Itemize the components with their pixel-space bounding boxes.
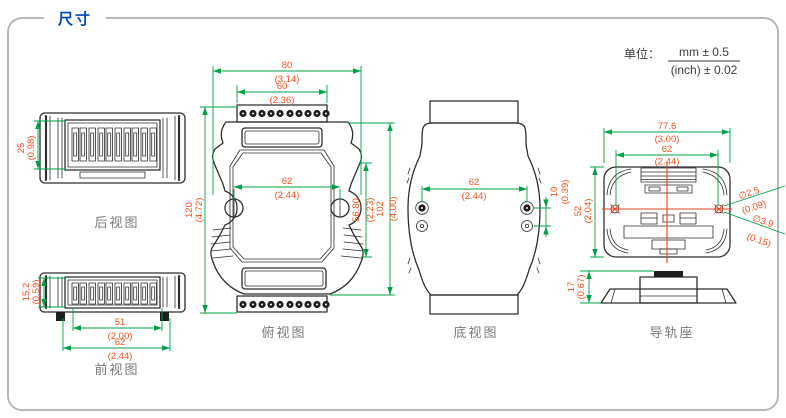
bottom-edge-ribs	[406, 167, 542, 274]
page-title: 尺寸	[58, 10, 92, 28]
dim-rail-height-in: (2.04)	[583, 199, 594, 224]
dim-top-width-mm: 80	[282, 60, 293, 71]
page-border	[7, 17, 779, 411]
front-foot-right	[160, 312, 169, 321]
top-terminals-lower	[239, 300, 330, 309]
units-inch: (inch) ± 0.02	[671, 63, 738, 77]
dim-rail-screw-in: (2.44)	[655, 157, 680, 168]
dim-front-outer-in: (2.44)	[108, 351, 133, 362]
dim-top-mid-in: (2.23)	[365, 198, 376, 223]
dim-front-height-in: (0.59)	[31, 280, 42, 305]
dim-top-len-in: (4.72)	[194, 198, 205, 223]
dim-front-inner-in: (2.00)	[108, 331, 133, 342]
rear-terminal-row	[71, 127, 157, 162]
rail-hole-leaders	[723, 185, 786, 235]
rail-view-label: 导轨座	[649, 325, 694, 340]
bottom-view-label: 底视图	[453, 325, 498, 340]
top-view-label: 俯视图	[261, 325, 306, 340]
rail-side-view	[600, 271, 737, 304]
units-legend: 单位： mm ± 0.5 (inch) ± 0.02	[624, 45, 740, 77]
dim-bottom-gap-mm: 10	[549, 187, 560, 198]
bottom-screws	[415, 201, 534, 232]
rear-view-label: 后视图	[94, 215, 139, 230]
rail-mount-view: 77.6 (3.00) 62 (2.44) 52 (2.04) ∅2.5 (0.…	[566, 121, 786, 340]
dim-bottom-gap-in: (0.39)	[560, 180, 571, 205]
dim-top-body-mm: 102	[375, 201, 386, 217]
bottom-view: 62 (2.44) 10 (0.39) 底视图	[406, 100, 571, 340]
front-view: 15.2 (0.59) 51 (2.00) 62 (2.44) 前视图	[21, 272, 186, 377]
dim-top-mid-mm: 56.80	[351, 198, 362, 222]
dim-rail-base-in: (0.67)	[576, 275, 587, 300]
top-ribs-right	[340, 227, 364, 259]
front-terminal-row	[71, 282, 157, 305]
title-mask	[44, 10, 106, 26]
top-view: 80 (3.14) 60 (2.36) 62 (2.44) 120 (4.72)…	[184, 60, 399, 340]
dim-top-screw-mm: 62	[282, 176, 293, 187]
units-mm: mm ± 0.5	[679, 45, 729, 59]
dim-top-screw-in: (2.44)	[275, 190, 300, 201]
dim-top-body-in: (4.00)	[388, 197, 399, 222]
dim-front-outer-mm: 62	[115, 337, 126, 348]
top-ribs-left	[210, 227, 234, 259]
dim-bottom-screw-mm: 62	[469, 177, 480, 188]
units-label: 单位：	[624, 46, 660, 61]
dim-rail-height-mm: 52	[573, 206, 584, 217]
rail-hole-x-marks	[610, 204, 724, 214]
dim-rail-width-in: (3.00)	[655, 134, 680, 145]
dim-rail-base-mm: 17	[566, 282, 577, 293]
dim-rear-height-mm: 25	[16, 143, 27, 154]
top-terminals-upper	[239, 109, 330, 118]
dim-rear-height-in: (0.98)	[26, 136, 37, 161]
dim-top-term-in: (2.36)	[270, 95, 295, 106]
rear-view: 25 (0.98) 后视图	[16, 112, 186, 230]
dim-top-term-mm: 60	[277, 81, 288, 92]
dim-top-len-mm: 120	[184, 202, 195, 218]
dim-front-height-mm: 15.2	[21, 283, 32, 302]
dim-rail-screw-mm: 62	[662, 144, 673, 155]
dim-front-inner-mm: 51	[115, 317, 126, 328]
front-view-label: 前视图	[94, 362, 139, 377]
dim-rail-width-mm: 77.6	[658, 121, 677, 132]
front-foot-left	[56, 312, 65, 321]
dim-bottom-screw-in: (2.44)	[462, 191, 487, 202]
rail-clip-details	[623, 167, 714, 255]
rail-crosshair	[602, 162, 732, 263]
dim-top-width-in: (3.14)	[275, 74, 300, 85]
